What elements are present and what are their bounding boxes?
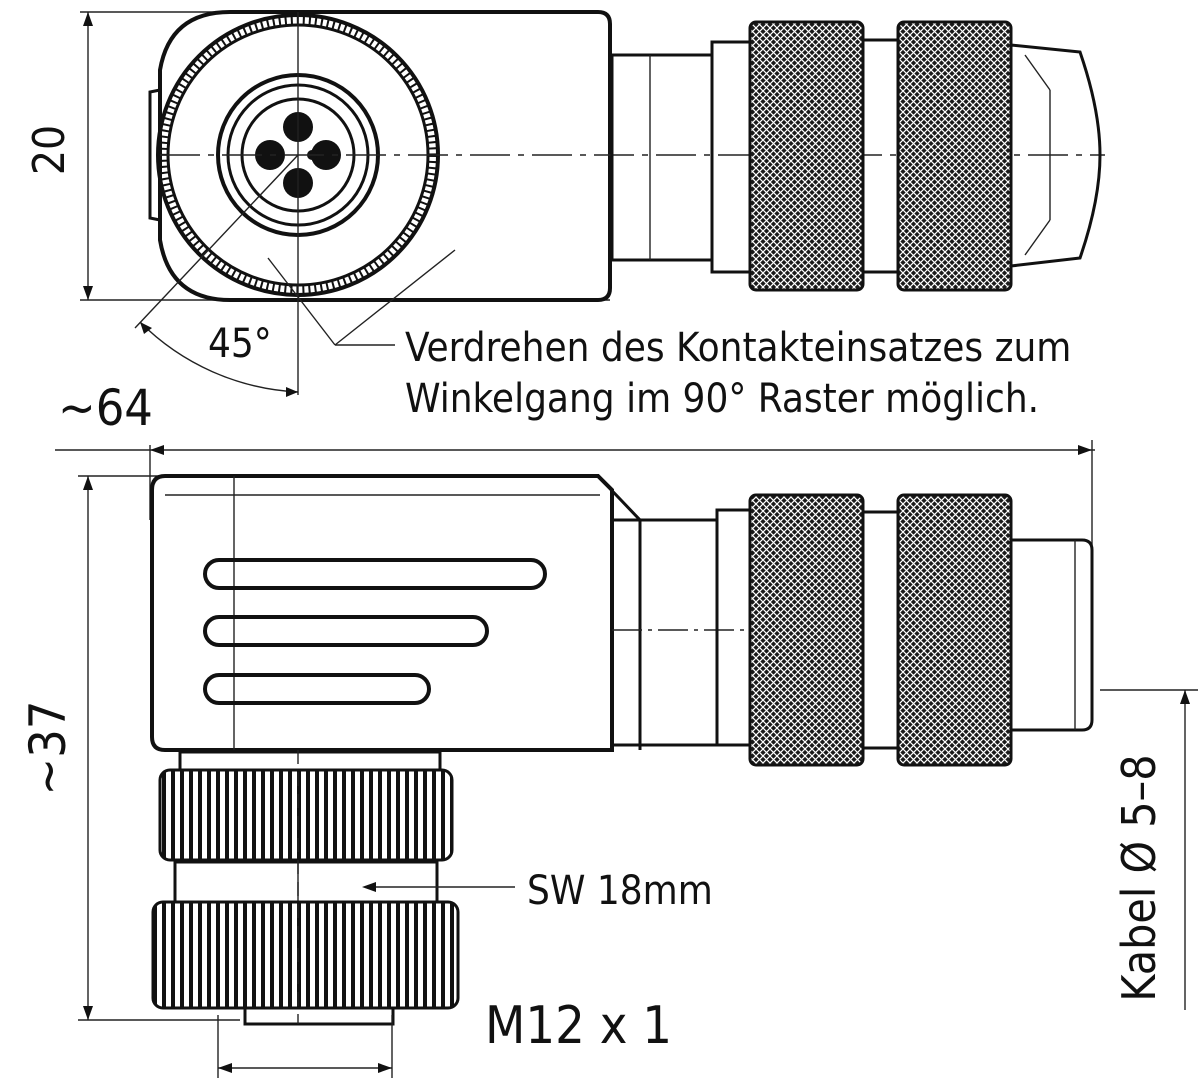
coupling-nut (151, 750, 460, 1026)
side-view: ~37 (19, 474, 1198, 1078)
top-view: 20 (24, 10, 1105, 422)
height-top-label: 20 (24, 125, 75, 175)
thread-label: M12 x 1 (485, 996, 672, 1056)
note-line-1: Verdrehen des Kontakteinsatzes zum (405, 325, 1071, 371)
angle-dimension: 45° (134, 154, 299, 397)
top-cable-gland (610, 20, 1102, 292)
grip-slot (203, 673, 431, 705)
thread-dimension (217, 1015, 393, 1078)
wrench-leader (362, 882, 515, 892)
dimension-length: ~64 (55, 379, 1095, 545)
length-label: ~64 (58, 379, 153, 437)
note-leader (267, 249, 456, 346)
side-cable-gland (610, 493, 1094, 767)
wrench-label: SW 18mm (527, 868, 713, 914)
note-line-2: Winkelgang im 90° Raster möglich. (405, 376, 1039, 422)
angle-label: 45° (208, 321, 272, 367)
height-side-label: ~37 (19, 701, 77, 796)
dimension-height-side: ~37 (19, 475, 240, 1021)
cable-label: Kabel Ø 5–8 (1112, 754, 1166, 1001)
grip-slot (203, 558, 547, 590)
grip-slot (203, 615, 489, 647)
contact-pin (311, 140, 341, 170)
cable-dimension (1100, 689, 1198, 1010)
top-housing (148, 10, 1105, 395)
side-housing (150, 474, 642, 752)
